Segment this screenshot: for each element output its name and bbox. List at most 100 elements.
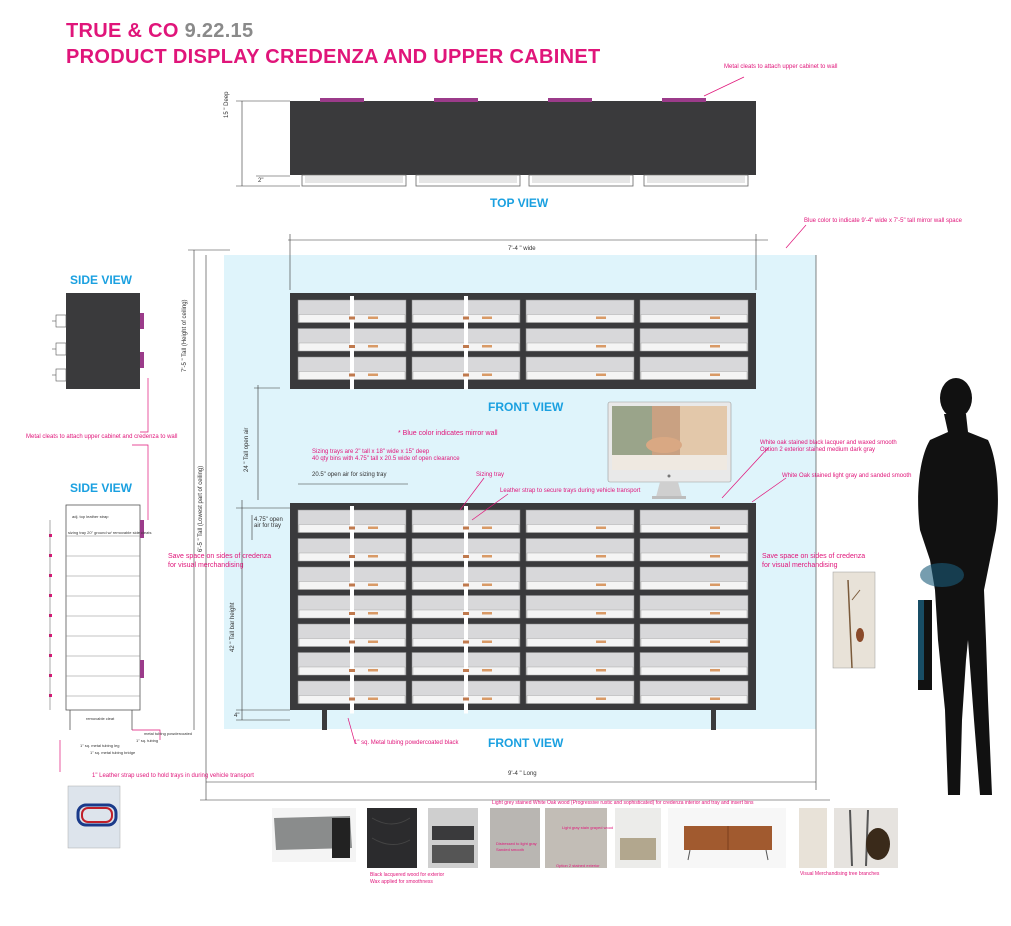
side-note-d: 1" sq. metal tubing leg	[80, 743, 120, 748]
side-note-a: removable cleat	[86, 716, 115, 721]
caption-black-lacquered: Black lacquered wood for exterior	[370, 872, 445, 878]
total-height-dim: 7'-5 " Tall (Height of ceiling)	[182, 299, 188, 372]
note-leather-strap-trays: 1" Leather strap used to hold trays in d…	[92, 773, 254, 779]
leather-strap	[464, 506, 468, 714]
tray-front	[640, 695, 748, 704]
tray-front	[640, 314, 748, 323]
tray-handle	[482, 669, 492, 672]
tray-handle	[482, 555, 492, 558]
side-strap-clip	[49, 534, 52, 537]
page-subtitle: PRODUCT DISPLAY CREDENZA AND UPPER CABIN…	[66, 46, 601, 68]
tray-handle	[710, 669, 720, 672]
strap-buckle	[463, 345, 469, 348]
note-save-space-left-1: Save space on sides of credenza	[168, 553, 272, 560]
note-save-space-right-1: Save space on sides of credenza	[762, 553, 866, 560]
strap-buckle	[463, 373, 469, 377]
strap-buckle	[349, 526, 355, 530]
tray-handle	[596, 640, 606, 643]
leader-lines	[59, 76, 807, 772]
strap-buckle	[463, 669, 469, 672]
tray-handle	[368, 697, 378, 700]
strap-buckle	[349, 697, 355, 701]
tray-handle	[482, 612, 492, 615]
tray-handle	[710, 526, 720, 529]
tray-front	[526, 314, 634, 323]
tray-front	[526, 666, 634, 676]
caption-light-gray-oak: Light grey stained White Oak wood (Progr…	[492, 800, 754, 806]
tray-handle	[368, 640, 378, 643]
strap-buckle	[463, 612, 469, 615]
side-view-upper	[52, 293, 144, 389]
tray-handle	[368, 373, 378, 376]
tray-front	[640, 371, 748, 380]
tray-open-air-dim: 4.75" open air for tray	[254, 517, 283, 529]
tray-front	[640, 638, 748, 647]
side-strap-clip	[49, 634, 52, 637]
side-strap-clip	[49, 554, 52, 557]
tray-handle	[482, 583, 492, 586]
tray-handle	[368, 526, 378, 529]
strap-buckle	[349, 555, 355, 558]
tray-front	[640, 581, 748, 590]
strap-buckle	[463, 555, 469, 558]
tray-handle	[368, 612, 378, 615]
caption-option2: Option 2 stained exterior	[556, 863, 600, 868]
tray-handle	[596, 316, 606, 319]
tray-front	[640, 552, 748, 562]
tray-handle	[596, 526, 606, 529]
caption-distress-2: Sanded smooth	[496, 847, 525, 852]
top-depth-dim: 15 " Deep	[224, 91, 230, 118]
tray-handle	[596, 612, 606, 615]
note-sizing-trays-2: 40 qty bins with 4.75" tall x 20.5 wide …	[312, 456, 460, 462]
strap-buckle	[349, 640, 355, 644]
tray-front	[526, 638, 634, 647]
tray-handle	[710, 583, 720, 586]
leather-strap	[464, 296, 468, 390]
person-silhouette	[918, 378, 998, 795]
front-view-lower-label: FRONT VIEW	[488, 736, 564, 750]
note-blue-mirror: * Blue color indicates mirror wall	[398, 430, 498, 437]
tray-handle	[482, 640, 492, 643]
upper-cabinet	[290, 293, 756, 390]
tray-front	[526, 371, 634, 380]
side-strap-clip	[49, 574, 52, 577]
tray-front	[526, 581, 634, 590]
tray-handle	[596, 669, 606, 672]
strap-buckle	[463, 316, 469, 320]
side-strap-clip	[49, 674, 52, 677]
leather-strap	[350, 506, 354, 714]
tray-front	[526, 552, 634, 562]
strap-buckle	[463, 697, 469, 701]
strap-buckle	[463, 640, 469, 644]
strap-buckle	[349, 669, 355, 672]
note-metal-cleats-upper: Metal cleats to attach upper cabinet to …	[724, 64, 838, 70]
note-legs: 1" sq. Metal tubing powdercoated black	[354, 740, 459, 746]
note-leather-strap: Leather strap to secure trays during veh…	[500, 488, 641, 494]
strap-buckle	[463, 526, 469, 530]
side-view-upper-label: SIDE VIEW	[70, 273, 133, 287]
leg-height-dim: 4"	[234, 713, 240, 719]
tray-handle	[710, 373, 720, 376]
note-sizing-trays-1: Sizing trays are 2" tall x 18" wide x 15…	[312, 449, 430, 455]
tray-handle	[710, 612, 720, 615]
tray-front	[640, 342, 748, 352]
tray-front	[640, 609, 748, 619]
caption-light-stain: Light gray stain grayed wood	[562, 825, 614, 830]
caption-visual-merch: Visual Merchandising tree branches	[800, 871, 880, 877]
company-name: TRUE & CO	[66, 20, 179, 42]
tray-handle	[482, 697, 492, 700]
strap-buckle	[463, 583, 469, 587]
tray-handle	[596, 697, 606, 700]
tray-handle	[482, 373, 492, 376]
material-swatches	[272, 808, 898, 868]
side-note-e: 1" sq. metal tubing bridge	[90, 750, 136, 755]
note-white-oak-2: Option 2 exterior stained medium dark gr…	[760, 447, 876, 453]
credenza	[290, 503, 756, 730]
top-view	[236, 98, 756, 187]
top-view-label: TOP VIEW	[490, 196, 549, 210]
tray-handle	[710, 697, 720, 700]
side-strap-clip	[49, 654, 52, 657]
side-strap-clip	[49, 694, 52, 697]
open-air-24-dim: 24 " Tall open air	[244, 427, 250, 472]
